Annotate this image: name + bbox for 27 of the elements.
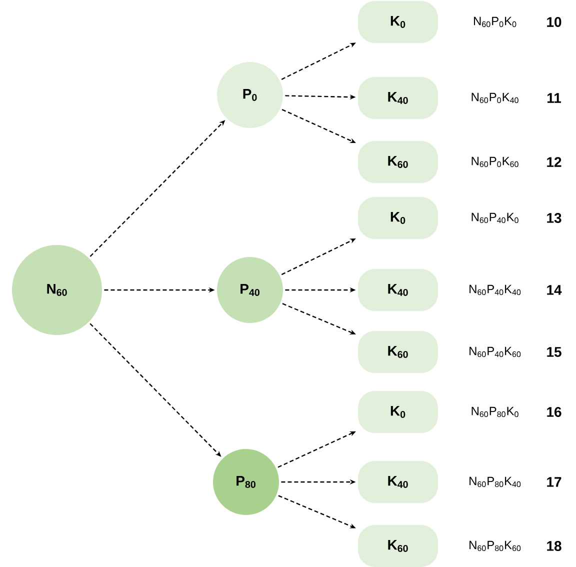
treatment-number: 14 (547, 285, 562, 295)
treatment-number: 12 (547, 157, 562, 167)
treatment-code: N$_{60}$P$_{40}$K$_{40}$ (470, 284, 521, 296)
treatment-number: 17 (547, 477, 562, 487)
treatment-number: 11 (547, 93, 562, 103)
treatment-box: K$_{40}$ (358, 77, 438, 119)
treatment-number: 18 (547, 541, 562, 551)
treatment-box: K$_{60}$ (358, 141, 438, 183)
treatment-number: 13 (547, 213, 562, 223)
treatment-number: 15 (547, 347, 562, 357)
treatment-box: K$_{0}$ (358, 197, 438, 239)
treatment-code: N$_{60}$P$_{40}$K$_{0}$ (472, 212, 518, 224)
treatment-box: K$_{60}$ (358, 331, 438, 373)
treatment-code: N$_{60}$P$_{40}$K$_{60}$ (470, 346, 521, 358)
treatment-number: 10 (547, 17, 562, 27)
treatment-box: K$_{40}$ (358, 269, 438, 311)
treatment-code: N$_{60}$P$_{80}$K$_{60}$ (470, 540, 521, 552)
treatment-number: 16 (547, 407, 562, 417)
treatment-box: K$_{40}$ (358, 461, 438, 503)
treatment-code: N$_{60}$P$_{0}$K$_{40}$ (472, 92, 518, 104)
treatment-code: N$_{60}$P$_{80}$K$_{40}$ (470, 476, 521, 488)
treatment-box: K$_{0}$ (358, 1, 438, 43)
treatment-code: N$_{60}$P$_{0}$K$_{60}$ (472, 156, 518, 168)
treatment-code: N$_{60}$P$_{80}$K$_{0}$ (472, 406, 518, 418)
treatment-code: N$_{60}$P$_{0}$K$_{0}$ (474, 16, 516, 28)
treatment-box: K$_{60}$ (358, 525, 438, 567)
treatment-box: K$_{0}$ (358, 391, 438, 433)
